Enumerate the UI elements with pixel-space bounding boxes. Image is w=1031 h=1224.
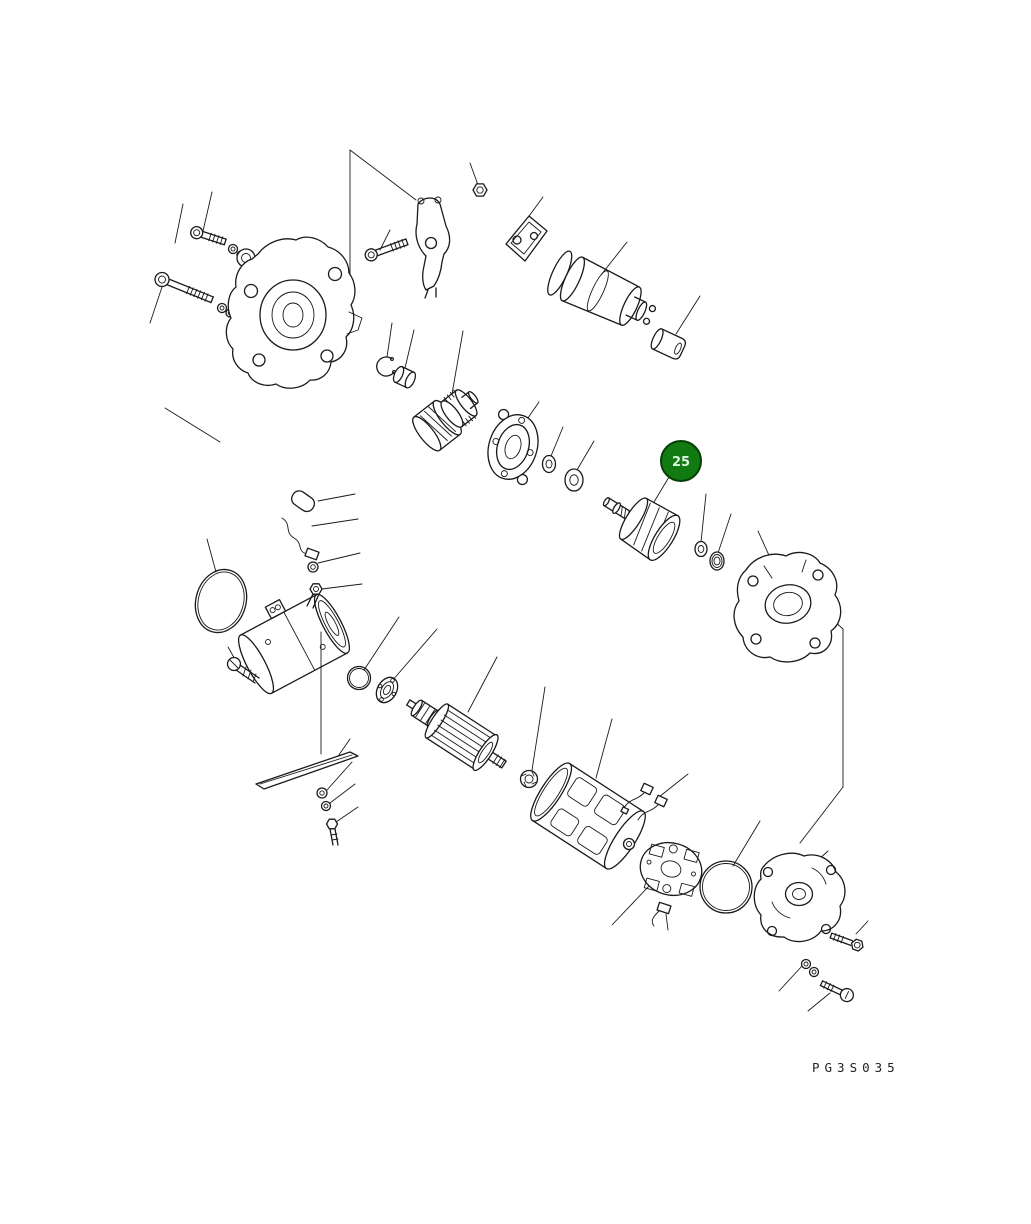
magnetic-switch-solenoid — [547, 250, 657, 326]
mounting-bolt-lower — [154, 271, 214, 304]
rear-o-ring — [699, 860, 753, 914]
yoke-o-ring — [194, 568, 248, 634]
drawing-code: PG3S035 — [812, 1060, 900, 1075]
strip-bolt — [325, 818, 339, 846]
shift-lever — [415, 196, 451, 299]
small-o-ring — [346, 665, 372, 691]
part-callout-25[interactable]: 25 — [653, 440, 702, 503]
center-bracket — [733, 551, 842, 663]
terminal-cap — [650, 328, 687, 360]
brush-holder — [639, 841, 703, 897]
through-screw-left — [226, 656, 260, 684]
rear-end-cover — [753, 852, 846, 943]
brush-set — [620, 782, 668, 821]
front-bracket — [225, 236, 363, 389]
rear-screw — [819, 980, 855, 1003]
callout-number: 25 — [672, 455, 690, 470]
terminal-washer — [307, 561, 319, 573]
lock-washer — [519, 769, 539, 789]
lead-wire — [281, 517, 320, 561]
gear-washer-large — [709, 551, 725, 571]
callout-balloon[interactable] — [660, 440, 702, 482]
spacer-collar — [541, 454, 557, 474]
single-brush — [651, 901, 672, 927]
rear-cover-bolt — [829, 932, 864, 952]
mounting-bolt-upper — [190, 226, 227, 246]
output-shaft-gear — [602, 497, 681, 561]
gasket — [505, 215, 548, 262]
armature — [406, 699, 507, 772]
field-coil-frame — [530, 762, 646, 870]
strip-washers — [316, 787, 332, 812]
terminal-boot — [291, 490, 316, 513]
rear-washers — [800, 958, 820, 978]
gear-washer-small — [694, 540, 708, 558]
ball-bearing — [375, 676, 399, 704]
overrunning-clutch-pinion — [412, 389, 479, 452]
yoke-assembly — [237, 593, 351, 695]
thrust-washer — [564, 468, 584, 492]
bearing-retainer — [487, 408, 539, 486]
lever-bolt — [364, 238, 409, 262]
key-strip — [255, 751, 359, 790]
snap-ring — [376, 356, 396, 377]
brush-plate-washer — [622, 837, 636, 851]
pinion-stop-collar — [392, 365, 417, 389]
hex-nut — [472, 183, 488, 197]
terminal-screw — [306, 583, 323, 609]
